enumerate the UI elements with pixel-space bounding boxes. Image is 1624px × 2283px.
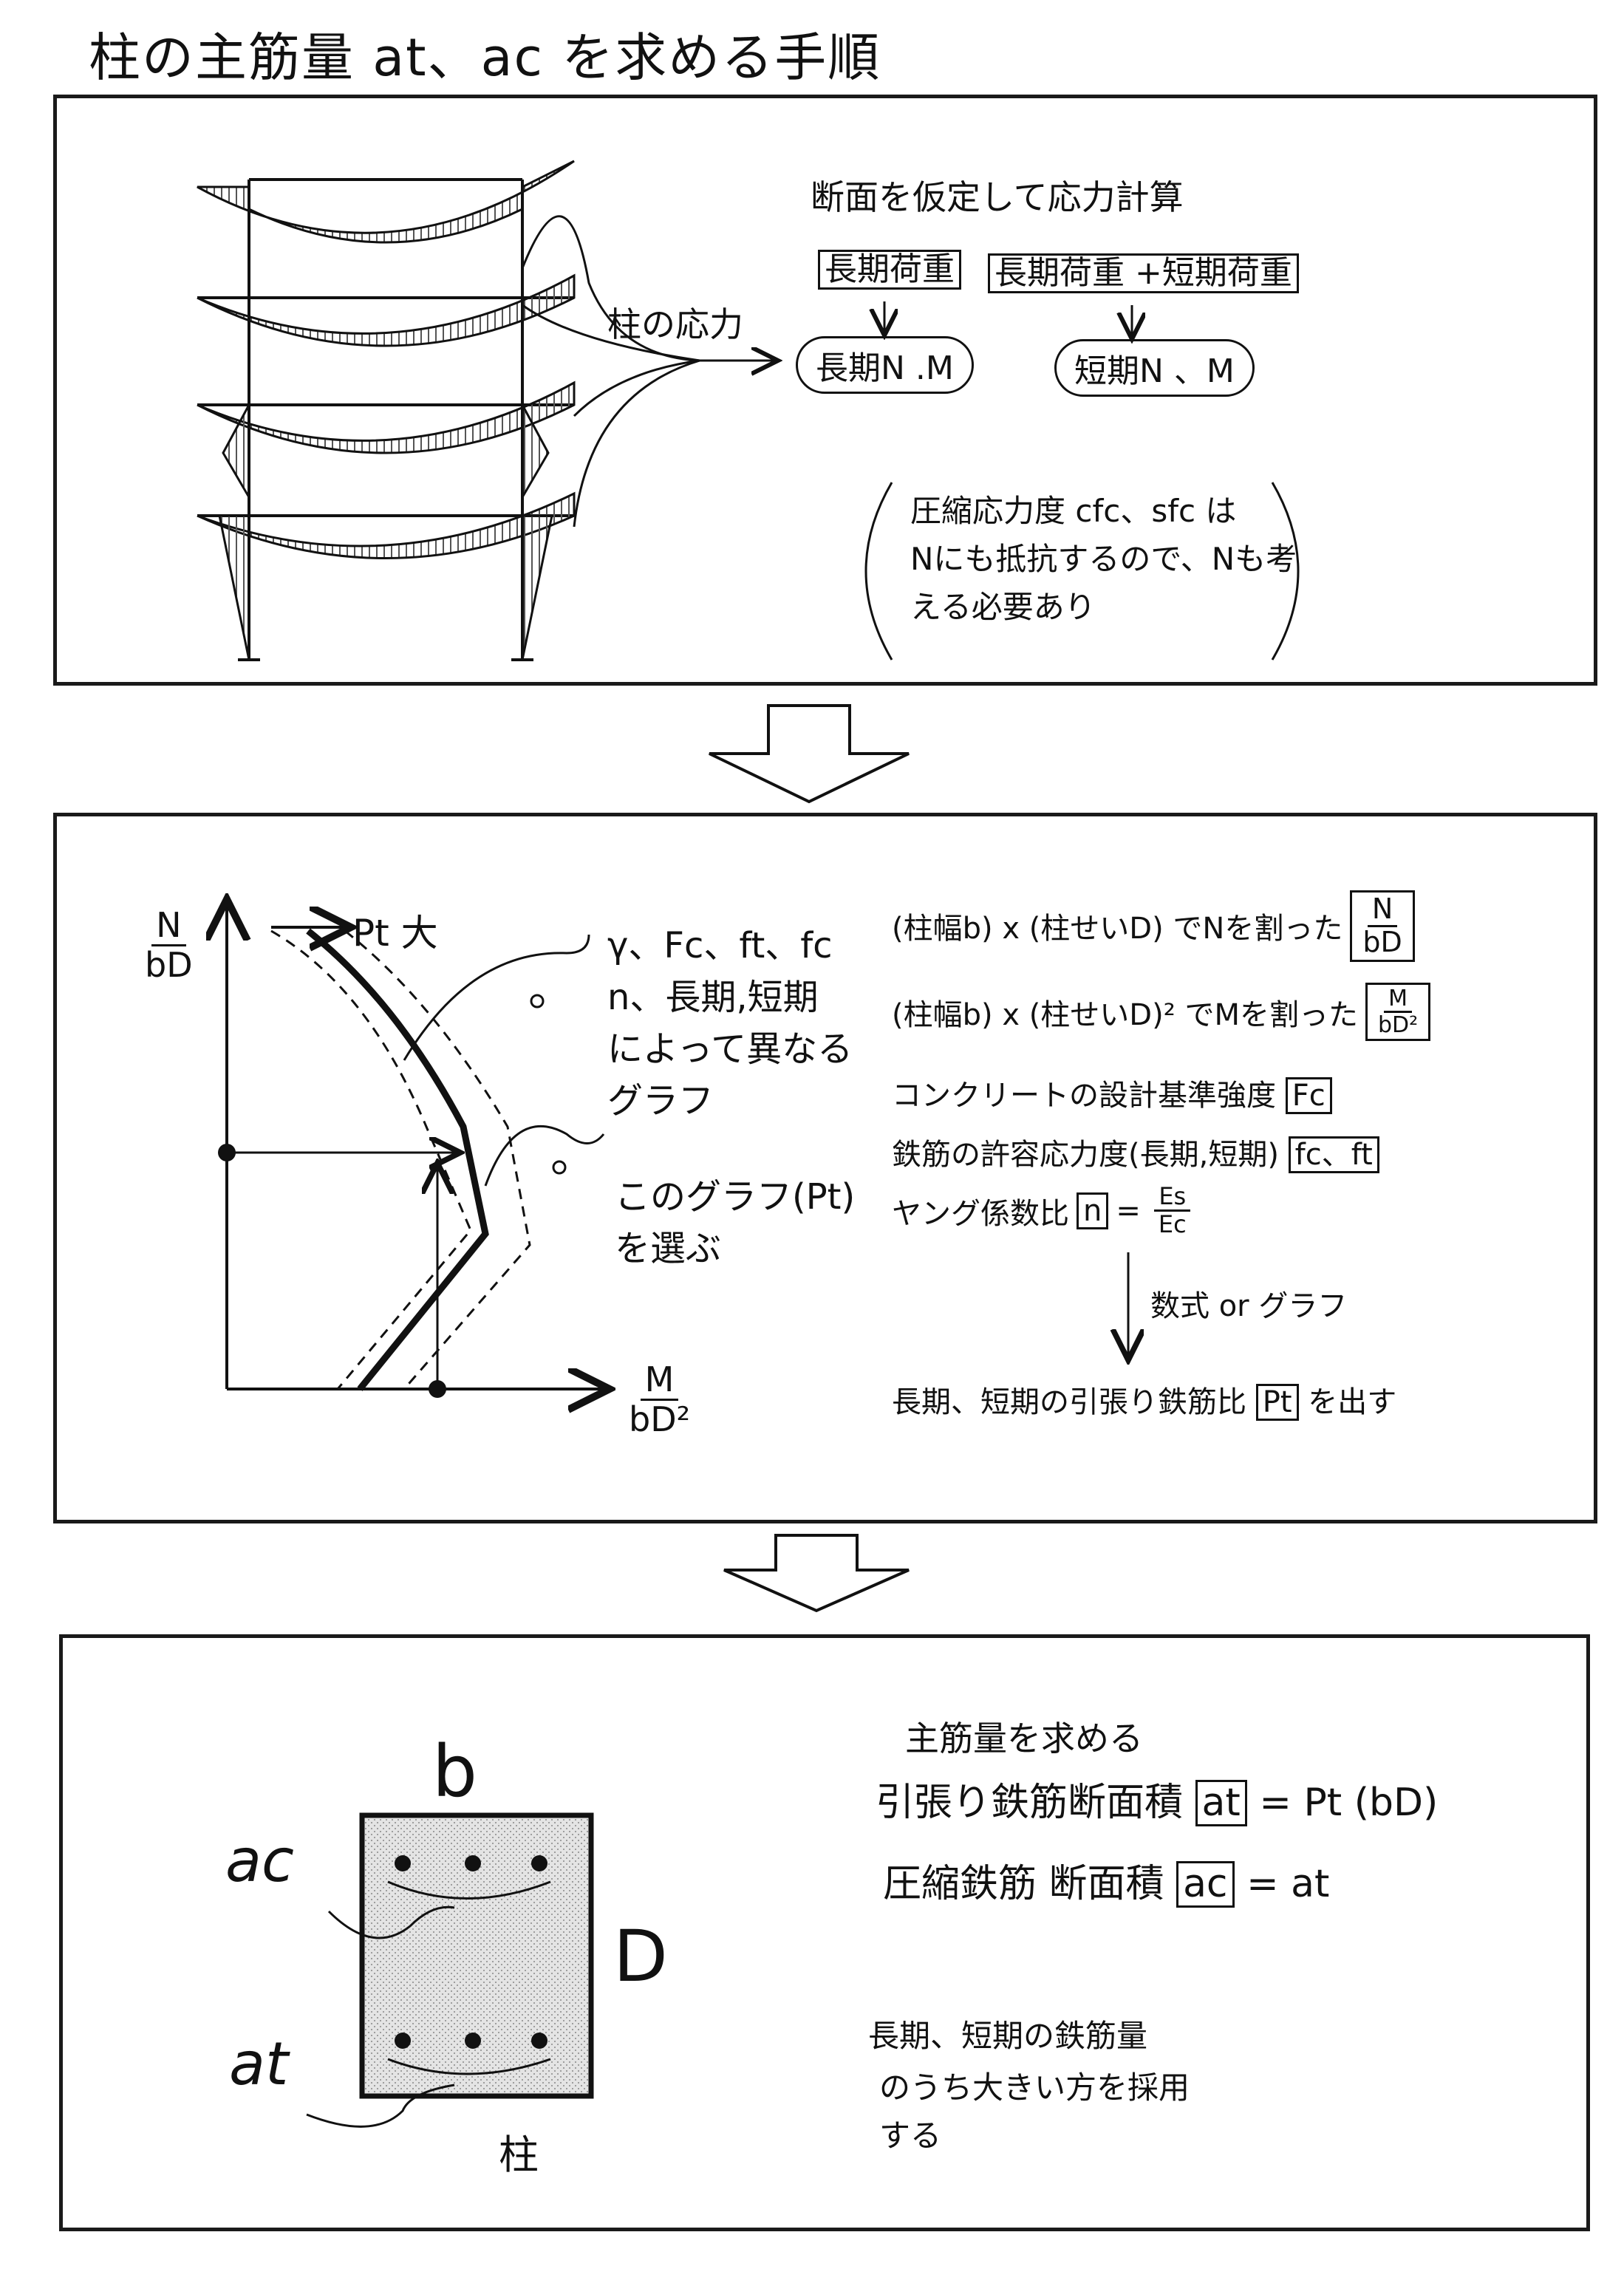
column-stress-label: 柱の応力 [607, 304, 743, 344]
graph-note-3: によって異なる [607, 1028, 853, 1070]
curve-outer-dashed [344, 929, 531, 1390]
tension-eq: = Pt (bD) [1259, 1781, 1439, 1825]
row-allowable-stress: 鉄筋の許容応力度(長期,短期) fc、ft [892, 1130, 1379, 1173]
n-point [218, 1144, 236, 1161]
row5-eq: = [1116, 1193, 1141, 1228]
comp-text: 圧縮鉄筋 断面積 [883, 1862, 1164, 1906]
adopt-line-2: のうち大きい方を採用 [879, 2069, 1190, 2106]
row-concrete-strength: コンクリートの設計基準強度 Fc [892, 1071, 1332, 1114]
comp-box: ac [1176, 1861, 1235, 1908]
tension-area-row: 引張り鉄筋断面積 at = Pt (bD) [876, 1771, 1439, 1827]
x-axis-label: M bD² [618, 1359, 700, 1439]
width-label-b: b [432, 1730, 477, 1813]
long-short-load-box: 長期荷重 +短期荷重 [988, 253, 1299, 294]
depth-label-d: D [613, 1915, 668, 1998]
curve-selected-pt [306, 928, 489, 1391]
row3-text: コンクリートの設計基準強度 [892, 1079, 1276, 1113]
method-label: 数式 or グラフ [1150, 1289, 1348, 1323]
frame-diagram [197, 160, 1300, 661]
tension-text: 引張り鉄筋断面積 [876, 1781, 1184, 1825]
adopt-line-3: する [879, 2118, 942, 2154]
down-arrow-1 [709, 704, 910, 804]
pt-large-label: Pt 大 [352, 912, 438, 955]
row1-den: bD [1362, 925, 1402, 958]
result-tail: を出す [1308, 1385, 1397, 1419]
m-point [429, 1380, 446, 1398]
y-axis-num: N [151, 907, 186, 946]
adopt-line-1: 長期、短期の鉄筋量 [868, 2018, 1148, 2054]
main-rebar-heading: 主筋量を求める [905, 1719, 1143, 1758]
result-box: Pt [1255, 1384, 1299, 1421]
column-section-diagram [306, 1812, 594, 2128]
stress-flow-lines [521, 215, 1300, 661]
page-title: 柱の主筋量 at、ac を求める手順 [89, 27, 881, 88]
compression-area-row: 圧縮鉄筋 断面積 ac = at [883, 1852, 1329, 1908]
stress-calc-heading: 断面を仮定して応力計算 [811, 177, 1184, 217]
graph-note-4: グラフ [607, 1080, 714, 1122]
short-term-nm-oval: 短期N 、M [1054, 339, 1255, 397]
row2-fraction: M bD² [1365, 983, 1431, 1041]
note-line-2: Nにも抵抗するので、Nも考 [910, 541, 1297, 577]
y-axis-label: N bD [134, 905, 203, 985]
result-text: 長期、短期の引張り鉄筋比 [892, 1385, 1246, 1419]
label-ac: ac [225, 1826, 295, 1895]
interaction-chart [57, 816, 1601, 1527]
panel-rebar-ratio: N bD M bD² Pt 大 γ、Fc、ft、fc n、長期,短期 によって異… [53, 813, 1597, 1523]
beam-moment-diagrams [197, 160, 576, 661]
row5-box: n [1077, 1192, 1109, 1229]
row5-num: Es [1154, 1183, 1191, 1212]
graph-note-1: γ、Fc、ft、fc [607, 925, 833, 966]
down-arrow-2 [723, 1534, 910, 1613]
row1-text: (柱幅b) x (柱せいD) でNを割った [892, 912, 1343, 946]
row-result: 長期、短期の引張り鉄筋比 Pt を出す [892, 1378, 1396, 1421]
leader-lines [403, 934, 1128, 1356]
curve-inner-dashed [270, 929, 472, 1390]
row5-fraction: Es Ec [1148, 1182, 1197, 1239]
tension-box: at [1195, 1780, 1247, 1827]
row3-box: Fc [1285, 1077, 1332, 1114]
long-term-nm-oval: 長期N .M [796, 336, 974, 394]
row1-num: N [1367, 893, 1398, 927]
row4-box: fc、ft [1288, 1136, 1379, 1173]
column-label: 柱 [499, 2132, 539, 2178]
x-axis-num: M [640, 1361, 679, 1401]
x-axis-den: bD² [629, 1399, 691, 1439]
rebar-bars [395, 1855, 547, 2049]
panel-main-rebar: b D ac at 柱 主筋量を求める 引張り鉄筋断面積 at = Pt (bD… [59, 1634, 1590, 2231]
row5-den: Ec [1158, 1210, 1187, 1239]
panel-stress-calculation: 断面を仮定して応力計算 長期荷重 長期荷重 +短期荷重 柱の応力 長期N .M … [53, 95, 1597, 686]
graph-note-2: n、長期,短期 [607, 977, 819, 1018]
frame-columns [248, 180, 524, 660]
row-young-ratio: ヤング係数比 n = Es Ec [892, 1182, 1197, 1239]
rebar-leaders [306, 1880, 551, 2128]
long-term-load-box: 長期荷重 [818, 250, 961, 290]
note-line-3: える必要あり [910, 589, 1096, 625]
row1-fraction: N bD [1350, 890, 1415, 962]
label-at: at [229, 2030, 289, 2098]
row2-text: (柱幅b) x (柱せいD)² でMを割った [892, 997, 1358, 1032]
row4-text: 鉄筋の許容応力度(長期,短期) [892, 1138, 1279, 1172]
reading-lines [227, 1153, 456, 1389]
y-axis-den: bD [145, 944, 193, 985]
row-m-normalized: (柱幅b) x (柱せいD)² でMを割った M bD² [892, 983, 1431, 1041]
row5-text: ヤング係数比 [892, 1196, 1069, 1231]
row2-den: bD² [1377, 1012, 1419, 1038]
choose-graph-1: このグラフ(Pt) [615, 1176, 856, 1218]
comp-eq: = at [1246, 1862, 1330, 1906]
choose-graph-2: を選ぶ [615, 1228, 722, 1269]
row2-num: M [1384, 986, 1413, 1013]
note-line-1: 圧縮応力度 cfc、sfc は [910, 493, 1237, 529]
row-n-normalized: (柱幅b) x (柱せいD) でNを割った N bD [892, 890, 1415, 962]
